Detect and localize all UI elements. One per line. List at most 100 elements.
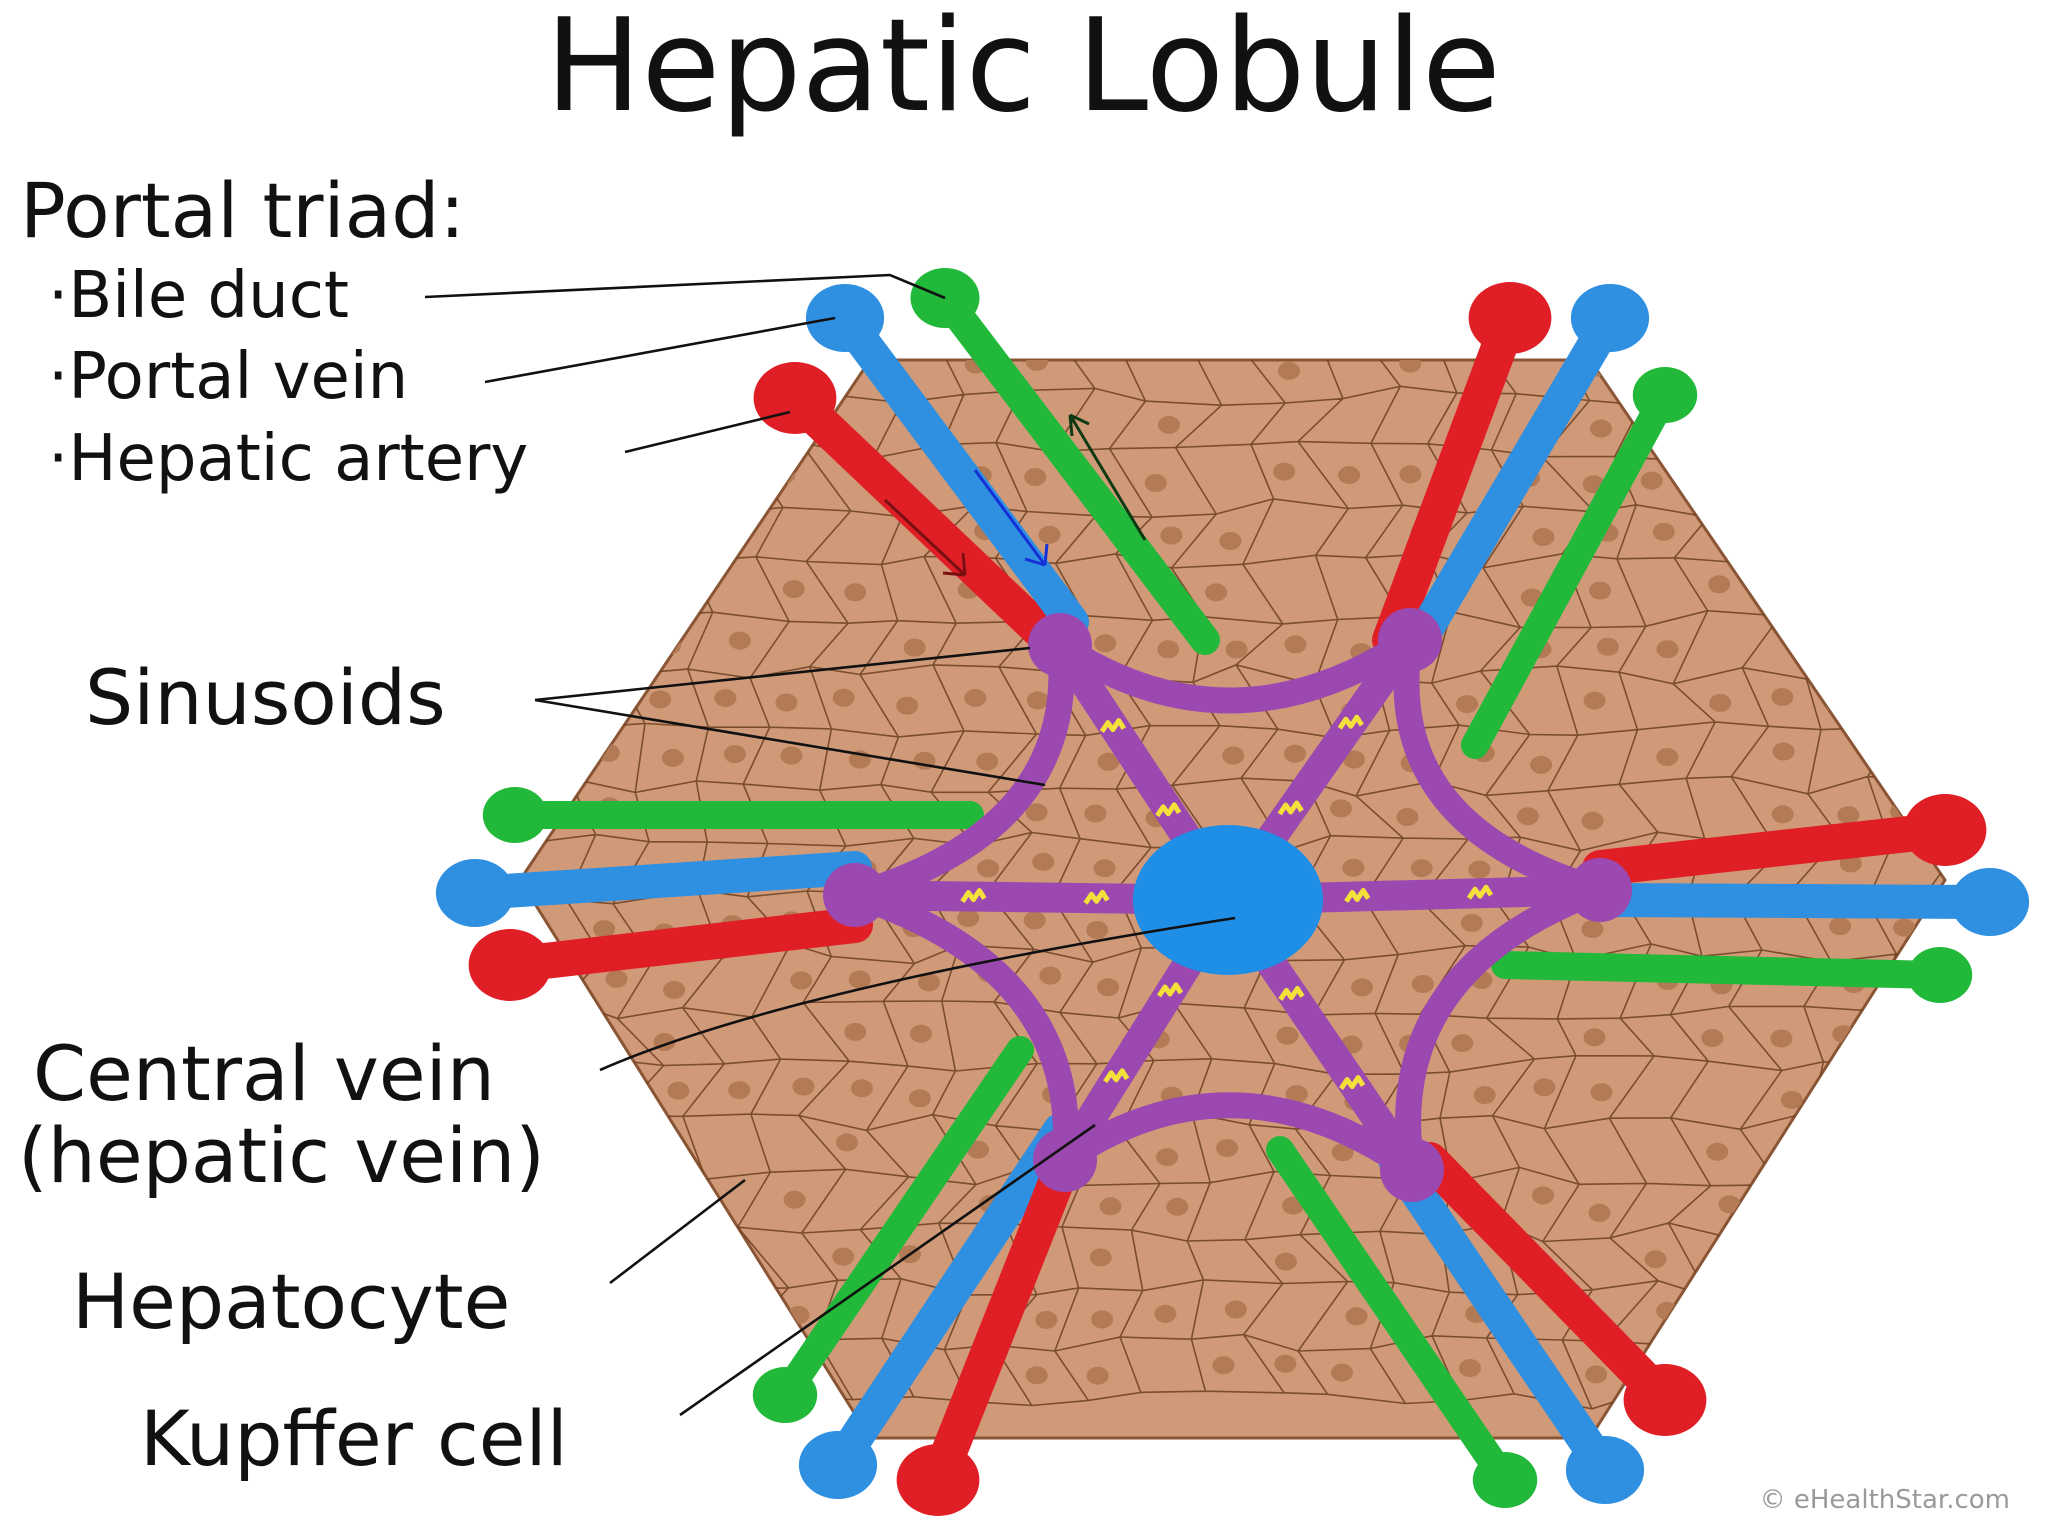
hepatocyte-nucleus (588, 1141, 610, 1160)
hepatocyte-nucleus (728, 1081, 751, 1100)
kupffer-cell-mark (1337, 714, 1364, 730)
hepatocyte-nucleus (2024, 1252, 2046, 1270)
hepatocyte-nucleus (603, 1306, 626, 1325)
hepatocyte-nucleus (663, 417, 686, 436)
hepatocyte-nucleus (848, 970, 871, 989)
hepatocyte-nucleus (1533, 1078, 1556, 1097)
kupffer-cell-mark (1339, 1075, 1366, 1090)
hepatocyte-nucleus (596, 1367, 619, 1386)
label-hepatocyte: Hepatocyte (72, 1257, 510, 1346)
label-central-vein: Central vein (33, 1029, 495, 1118)
hepatocyte-nucleus (1331, 1363, 1353, 1382)
hepatocyte-nucleus (1709, 693, 1732, 712)
portal-triads (435, 268, 2030, 1516)
triad-vessel (1266, 1136, 1519, 1494)
hepatocyte-nucleus (1219, 532, 1242, 550)
hepatocyte-nucleus (792, 1077, 815, 1096)
hepatocyte-nucleus (653, 1138, 676, 1157)
hepatocyte-nucleus (1828, 465, 1851, 484)
hepatocyte-nucleus (536, 755, 559, 774)
hepatocyte-nucleus (710, 1256, 733, 1275)
label-hepatic-vein: (hepatic vein) (18, 1111, 545, 1200)
hepatocyte-nucleus (1825, 695, 1848, 714)
hepatocyte-nucleus (1706, 1142, 1729, 1161)
sinusoid-arc (842, 882, 1079, 1173)
hepatocyte-nucleus (1273, 462, 1296, 481)
hepatocyte-nucleus (1776, 1148, 1799, 1166)
triad-vessel (1583, 883, 2007, 919)
hepatocyte-nucleus (1473, 1086, 1496, 1105)
hepatocyte-nucleus (1086, 921, 1109, 939)
triad-vessel-end (798, 1431, 878, 1499)
hepatocyte-nucleus (1901, 422, 1924, 441)
hepatocyte-nucleus (593, 920, 616, 939)
hepatocyte-nucleus (976, 752, 999, 771)
hepatocyte-nucleus (649, 690, 672, 709)
hepatocyte-nucleus (903, 638, 926, 657)
hepatocyte-nucleus (1399, 360, 1422, 373)
hepatocyte-nucleus (1084, 804, 1107, 823)
triad-vessel-end (1623, 1364, 1707, 1436)
hepatocyte-nucleus (1589, 581, 1612, 600)
triad-vessel (1491, 951, 1954, 989)
hepatocyte-nucleus (918, 973, 940, 992)
hepatocyte-nucleus (1225, 640, 1248, 659)
credit-text: © eHealthStar.com (1760, 1485, 2010, 1515)
triad-vessel (1461, 381, 1679, 759)
hepatocyte-nucleus (1224, 1300, 1247, 1319)
hepatocyte-nucleus (1836, 418, 1859, 437)
hepatocyte-nucleus (2029, 1081, 2048, 1099)
hepatocyte-nucleus (1903, 742, 1926, 761)
hepatocyte-nucleus (783, 1190, 806, 1209)
hepatocyte-nucleus (1411, 975, 1434, 993)
hepatocyte-nucleus (1588, 1203, 1611, 1222)
central-vein (1133, 825, 1323, 975)
hepatocyte-nucleus (605, 969, 628, 988)
hepatocyte-nucleus (608, 1081, 631, 1100)
sinusoid-arc (1047, 627, 1423, 714)
hepatocyte-nucleus (1783, 1202, 1805, 1221)
hepatocyte-nucleus (1039, 966, 1062, 985)
kupffer-cell-mark (960, 888, 987, 903)
hepatocyte-nucleus (782, 580, 805, 599)
hepatocyte-nucleus (1771, 688, 1794, 706)
triad-vessel-end (482, 787, 548, 843)
hepatocyte-nucleus (790, 971, 813, 990)
hepatocyte-nucleus (1773, 1254, 1796, 1272)
kupffer-cell-mark (1083, 889, 1110, 905)
hepatocyte-nucleus (1216, 1139, 1239, 1158)
hepatocyte-nucleus (1829, 1257, 1851, 1276)
hepatocyte-nucleus (659, 636, 682, 655)
hepatocyte-nucleus (1839, 524, 1862, 543)
hepatocyte-nucleus (832, 1247, 855, 1266)
hepatocyte-nucleus (1532, 1186, 1554, 1205)
hepatocyte-nucleus (1962, 1301, 1984, 1319)
hepatocyte-nucleus (964, 688, 987, 707)
triad-vessel-end (896, 1444, 980, 1516)
hepatocyte-nucleus (1274, 1354, 1297, 1373)
hepatocyte-nucleus (2033, 863, 2048, 881)
hepatocyte-nucleus (1772, 742, 1795, 761)
triad-vessel-end (468, 929, 552, 1001)
triad-vessel-end (805, 284, 885, 352)
kupffer-cells (960, 714, 1494, 1090)
hepatocyte-nucleus (1718, 1195, 1741, 1214)
triad-vessel (1582, 812, 1963, 886)
hepatocyte-nucleus (1585, 1365, 1608, 1384)
hepatocyte-nucleus (1026, 691, 1049, 710)
hepatocyte-nucleus (1458, 1359, 1481, 1378)
hepatocyte-nucleus (1903, 531, 1926, 550)
leader-bile-duct (424, 273, 946, 300)
hepatocyte-nucleus (534, 1201, 557, 1220)
hepatocyte-nucleus (663, 1304, 686, 1323)
hepatocyte-nucleus (731, 1310, 754, 1329)
kupffer-cell-mark (1155, 802, 1182, 818)
leader-hepatocyte (609, 1178, 746, 1285)
sinusoid-arc (1052, 1092, 1425, 1183)
leader-lines (424, 273, 1236, 1417)
hepatocyte-nucleus (2032, 1203, 2048, 1221)
hepatocyte-nucleus (1949, 461, 1971, 479)
hepatocyte-nucleus (1345, 1307, 1368, 1326)
hepatocyte-nucleus (1338, 466, 1361, 485)
